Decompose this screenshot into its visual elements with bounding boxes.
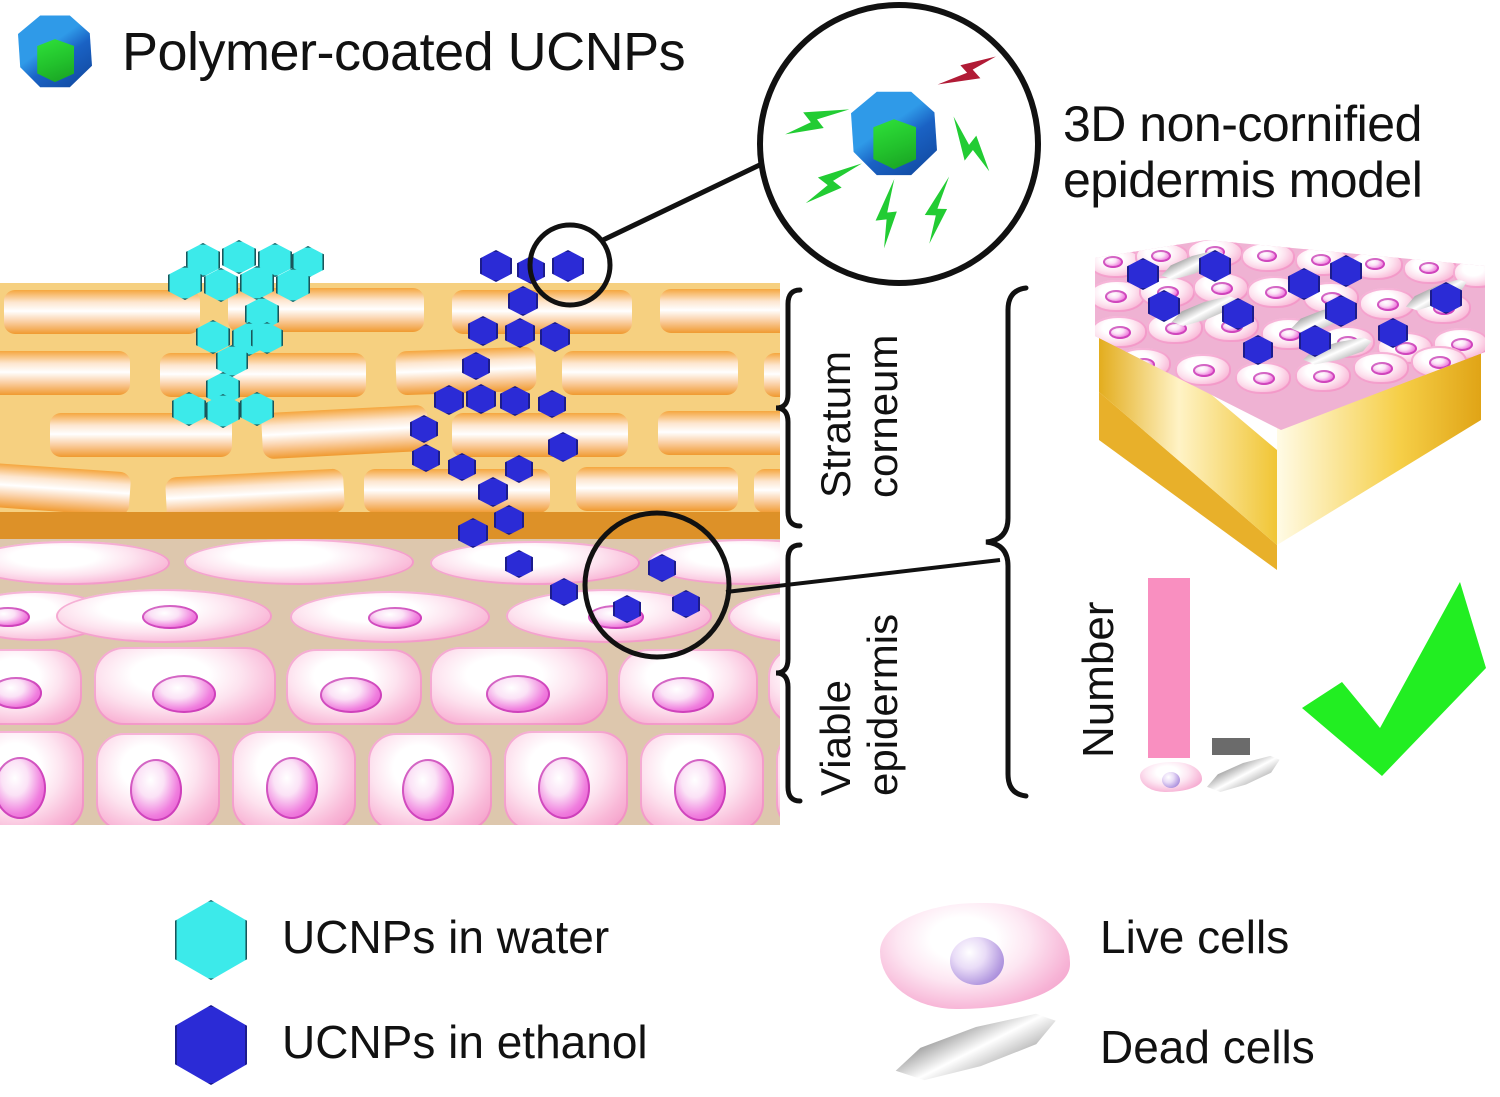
- polymer-coated-ucnp-icon: [18, 14, 92, 88]
- magnified-ucnp-icon: [851, 90, 937, 176]
- ucnp-core: [37, 39, 75, 83]
- excitation-bolt-icon: [930, 34, 1008, 111]
- viable-epidermis-layer: [0, 539, 780, 825]
- stratum-corneum-basal-band: [0, 512, 780, 539]
- label-stratum-corneum: Stratum corneum: [812, 334, 907, 498]
- chart-y-axis-label: Number: [1074, 601, 1123, 759]
- skin-cross-section-diagram: [0, 283, 780, 825]
- check-mark-icon: [1302, 582, 1486, 776]
- emission-bolt-icon-4: [912, 175, 960, 245]
- page-title-polymer-ucnps: Polymer-coated UCNPs: [122, 22, 686, 82]
- legend-label-live-cells: Live cells: [1100, 911, 1290, 963]
- label-viable-epidermis: Viable epidermis: [812, 613, 907, 796]
- magnified-ucnp-inset: [757, 2, 1041, 286]
- bar-live-cells: [1148, 578, 1190, 758]
- legend-label-ucnps-ethanol: UCNPs in ethanol: [282, 1016, 648, 1068]
- legend-label-ucnps-water: UCNPs in water: [282, 911, 610, 963]
- emission-bolt-icon-3: [860, 178, 913, 250]
- legend-label-dead-cells: Dead cells: [1100, 1021, 1315, 1073]
- chart-icon-dead-cells: [1202, 753, 1284, 796]
- chart-icon-live-cells-nucleus: [1162, 772, 1180, 788]
- legend-icon-ucnps-ethanol: [175, 1005, 247, 1085]
- legend-icon-live-cells-nucleus: [950, 937, 1004, 985]
- legend-icon-ucnps-water: [175, 900, 247, 980]
- leader-line-surface-to-magnifier: [601, 157, 772, 243]
- brace-skin-to-3d-model: [985, 285, 1029, 799]
- ucnp-core: [873, 119, 917, 170]
- bar-dead-cells: [1212, 738, 1250, 755]
- emission-bolt-icon-1: [773, 78, 857, 160]
- stratum-corneum-layer: [0, 283, 780, 522]
- legend-icon-dead-cells: [887, 1008, 1063, 1086]
- emission-bolt-icon-5: [927, 106, 1010, 188]
- page-title-3d-model: 3D non-cornified epidermis model: [1063, 96, 1423, 208]
